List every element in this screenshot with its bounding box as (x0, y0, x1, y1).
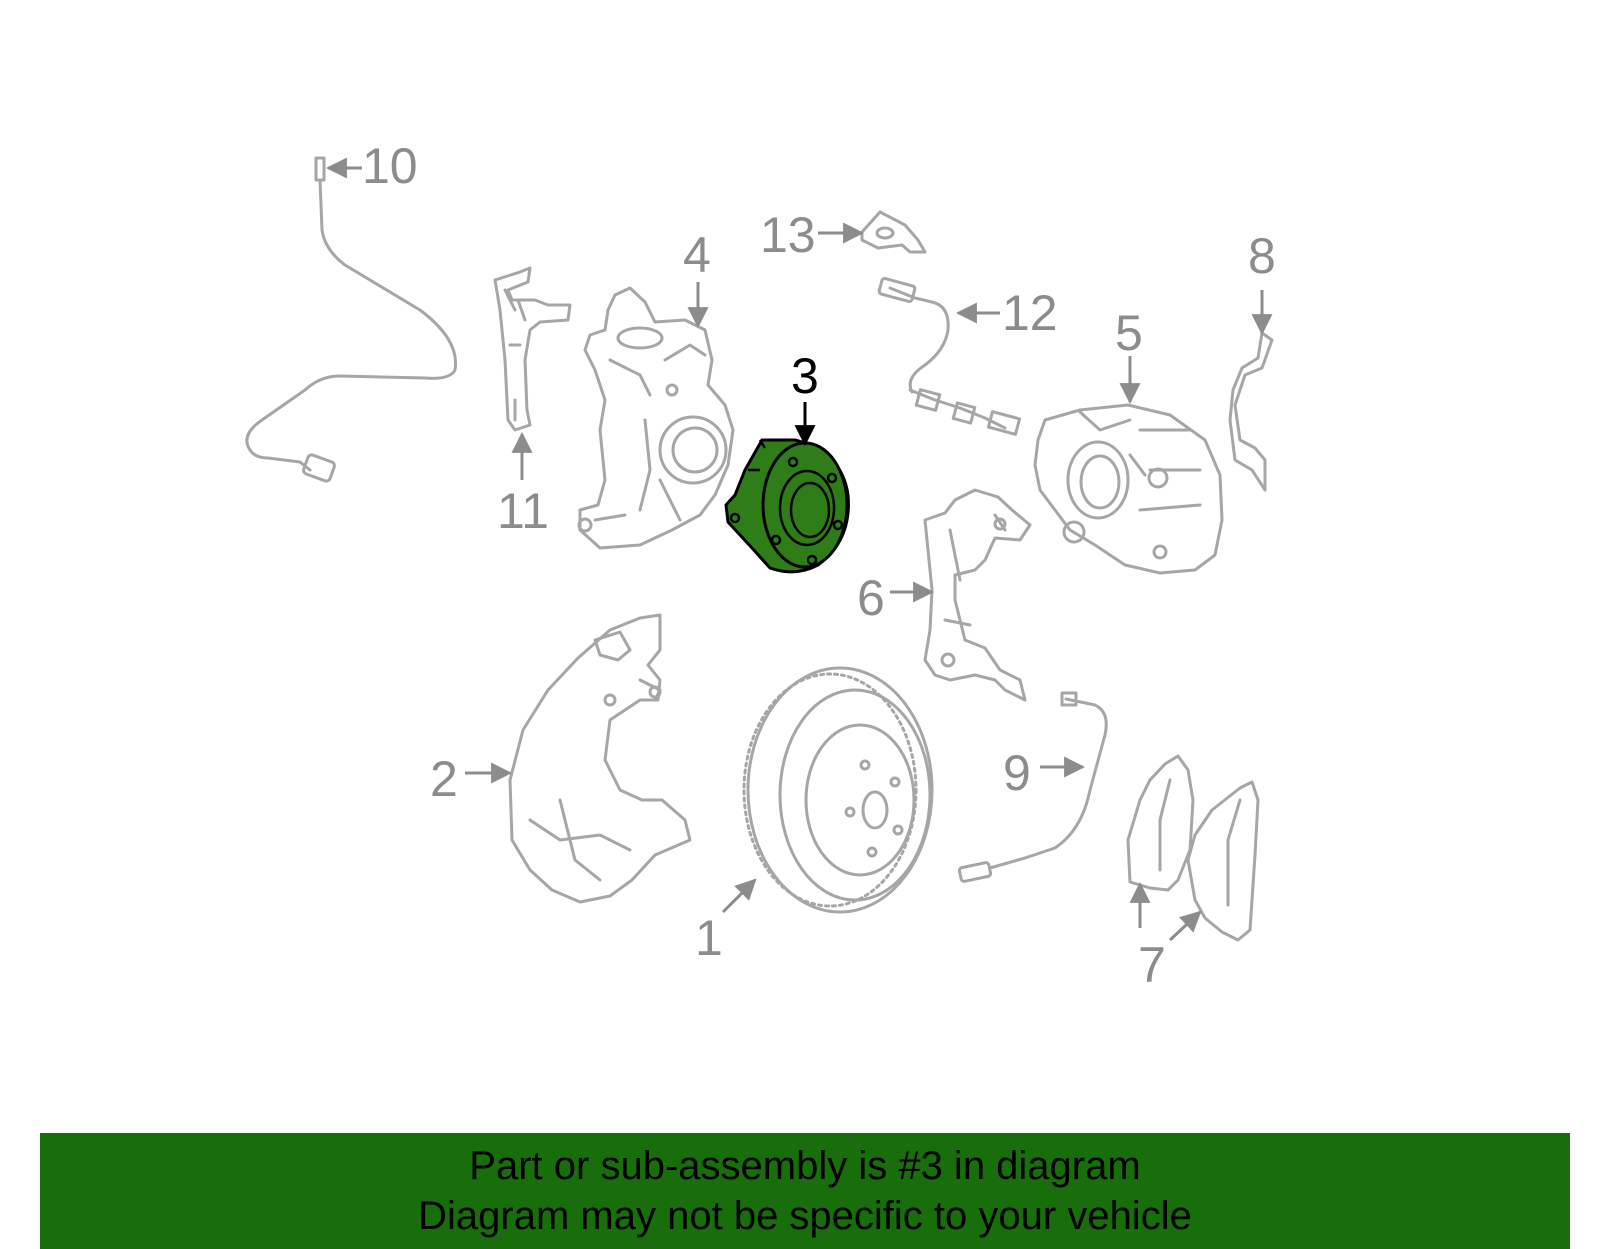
label-1[interactable]: 1 (695, 910, 723, 966)
part-7-brake-pads[interactable] (1126, 754, 1260, 942)
part-1-brake-rotor[interactable] (742, 666, 934, 914)
part-2-dust-shield[interactable] (508, 613, 692, 904)
leader-7b (1168, 910, 1202, 942)
label-9[interactable]: 9 (1003, 745, 1031, 801)
part-8-spring[interactable] (1228, 331, 1274, 492)
part-11-bracket[interactable] (493, 266, 572, 432)
label-11[interactable]: 11 (497, 483, 549, 539)
info-banner: Part or sub-assembly is #3 in diagram Di… (40, 1133, 1570, 1249)
label-12[interactable]: 12 (1002, 285, 1058, 341)
label-4[interactable]: 4 (683, 227, 711, 283)
part-6-caliper-bracket[interactable] (923, 488, 1032, 702)
label-2[interactable]: 2 (430, 751, 458, 807)
part-10-abs-sensor-cable[interactable] (245, 156, 458, 483)
leader-1 (721, 878, 757, 914)
part-9-wear-sensor[interactable] (957, 691, 1108, 883)
banner-line-part-number: Part or sub-assembly is #3 in diagram (469, 1144, 1141, 1188)
label-3[interactable]: 3 (791, 348, 819, 404)
label-10[interactable]: 10 (362, 138, 418, 194)
part-13-clip[interactable] (860, 210, 927, 254)
label-8[interactable]: 8 (1248, 228, 1276, 284)
label-5[interactable]: 5 (1115, 305, 1143, 361)
part-5-caliper[interactable] (1033, 403, 1224, 575)
label-6[interactable]: 6 (857, 570, 885, 626)
part-3-wheel-hub[interactable] (724, 438, 850, 574)
banner-line-disclaimer: Diagram may not be specific to your vehi… (418, 1194, 1192, 1238)
label-13[interactable]: 13 (760, 207, 816, 263)
label-7[interactable]: 7 (1138, 937, 1166, 993)
part-12-brake-hose[interactable] (877, 277, 1022, 436)
part-4-steering-knuckle[interactable] (577, 286, 735, 550)
